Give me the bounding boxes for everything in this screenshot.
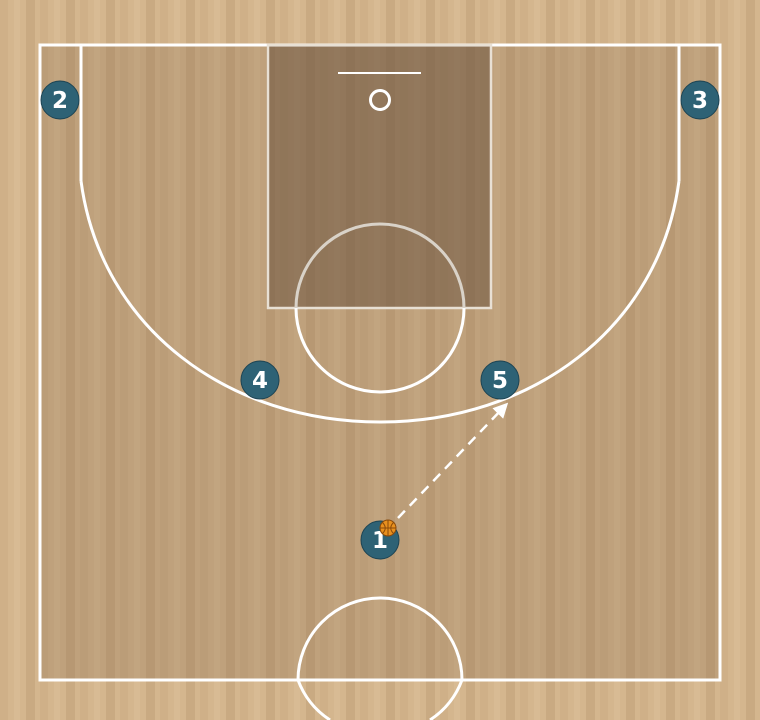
center-circle (296, 596, 464, 681)
player-number: 5 (492, 368, 508, 394)
free-throw-circle-lower (294, 307, 466, 394)
paint-area (268, 45, 491, 308)
three-point-arc (79, 180, 681, 424)
player-3[interactable]: 3 (680, 80, 720, 120)
player-4[interactable]: 4 (240, 360, 280, 400)
pass-arrow-1-to-5 (397, 402, 509, 519)
player-number: 4 (252, 368, 268, 394)
player-marker (240, 360, 280, 400)
key-outline (266, 43, 493, 310)
basketball-icon (379, 519, 397, 537)
player-5[interactable]: 5 (480, 360, 520, 400)
player-marker (680, 80, 720, 120)
player-marker (40, 80, 80, 120)
free-throw-circle-upper (294, 222, 466, 309)
player-number: 3 (692, 88, 708, 114)
player-marker (480, 360, 520, 400)
center-circle-lower (296, 679, 331, 720)
player-2[interactable]: 2 (40, 80, 80, 120)
player-number: 2 (52, 88, 68, 114)
center-circle-lower-right (429, 679, 464, 720)
rim (369, 89, 391, 111)
court-lines (38, 43, 722, 720)
